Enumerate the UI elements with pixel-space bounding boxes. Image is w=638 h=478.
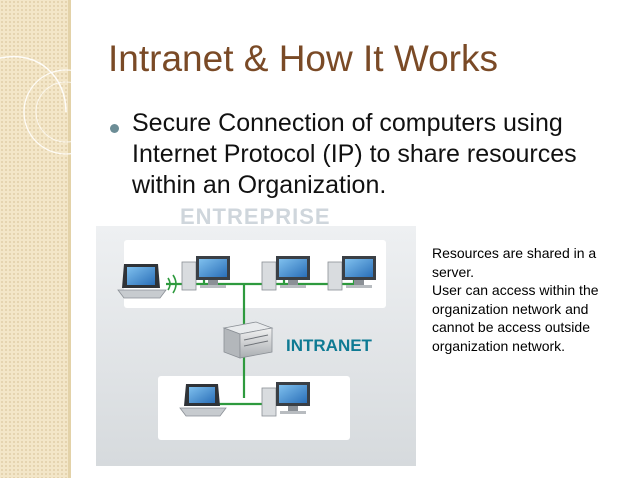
wifi-icon <box>167 274 177 294</box>
laptop-icon <box>117 264 167 299</box>
decorative-curves <box>0 55 80 155</box>
desktop-icon <box>261 382 310 417</box>
laptop-icon <box>179 384 227 417</box>
slide-title: Intranet & How It Works <box>108 38 498 79</box>
desktop-icon <box>181 256 230 291</box>
desktop-icon <box>327 256 376 291</box>
top-network-zone <box>124 240 386 308</box>
annotation-text: Resources are shared in a server. User c… <box>432 244 622 355</box>
bullet-text: Secure Connection of computers using Int… <box>132 109 577 199</box>
intranet-label: INTRANET <box>286 336 373 355</box>
enterprise-label: ENTREPRISE <box>180 204 331 229</box>
server-icon <box>222 321 274 359</box>
annotation-body: Resources are shared in a server. User c… <box>432 245 599 354</box>
intranet-diagram: ENTREPRISE <box>96 204 416 466</box>
sidebar-edge <box>68 0 71 478</box>
decorative-sidebar <box>0 0 70 478</box>
desktop-icon <box>261 256 310 291</box>
bullet-marker <box>110 124 119 133</box>
